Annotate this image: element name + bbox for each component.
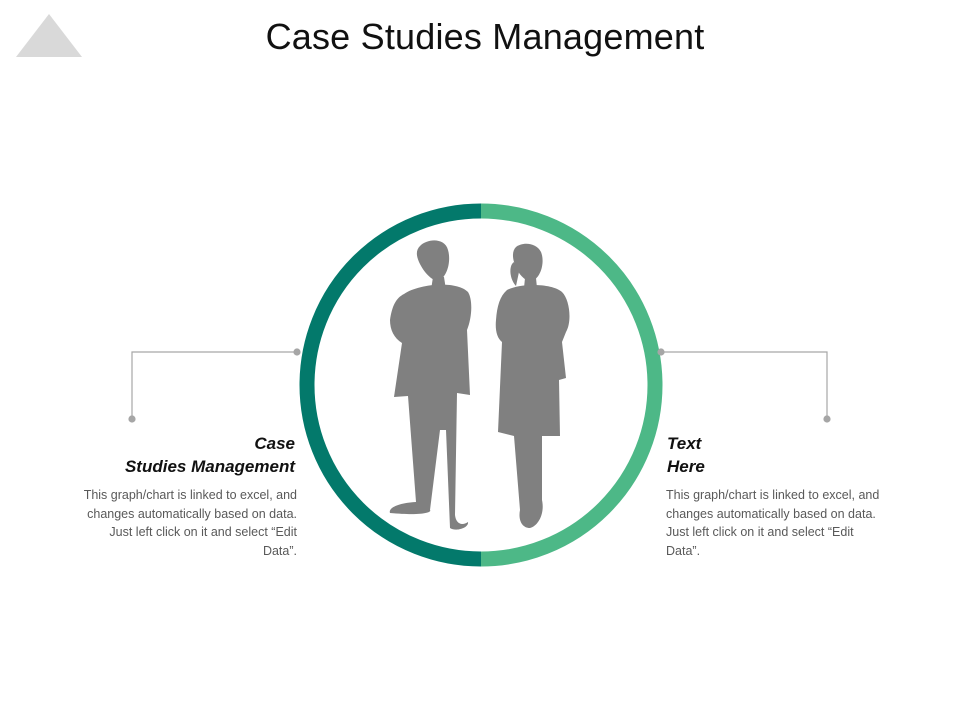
right-heading-line2: Here	[667, 457, 705, 476]
right-connector	[657, 348, 831, 423]
right-heading-line1: Text	[667, 434, 702, 453]
left-heading-line1: Case	[254, 434, 295, 453]
left-block-heading: Case Studies Management	[80, 432, 295, 478]
left-block-description: This graph/chart is linked to excel, and…	[83, 488, 297, 558]
left-connector	[128, 348, 301, 423]
ring-right-half	[480, 203, 663, 567]
slide-title: Case Studies Management	[265, 16, 705, 57]
right-block-description: This graph/chart is linked to excel, and…	[666, 488, 880, 558]
businessman-silhouette-icon	[389, 240, 472, 530]
right-block-heading: Text Here	[667, 432, 882, 478]
corner-triangle-decoration	[16, 14, 82, 57]
ring-left-half	[299, 203, 482, 567]
left-heading-line2: Studies Management	[124, 457, 295, 476]
businesswoman-silhouette-icon	[495, 243, 570, 528]
